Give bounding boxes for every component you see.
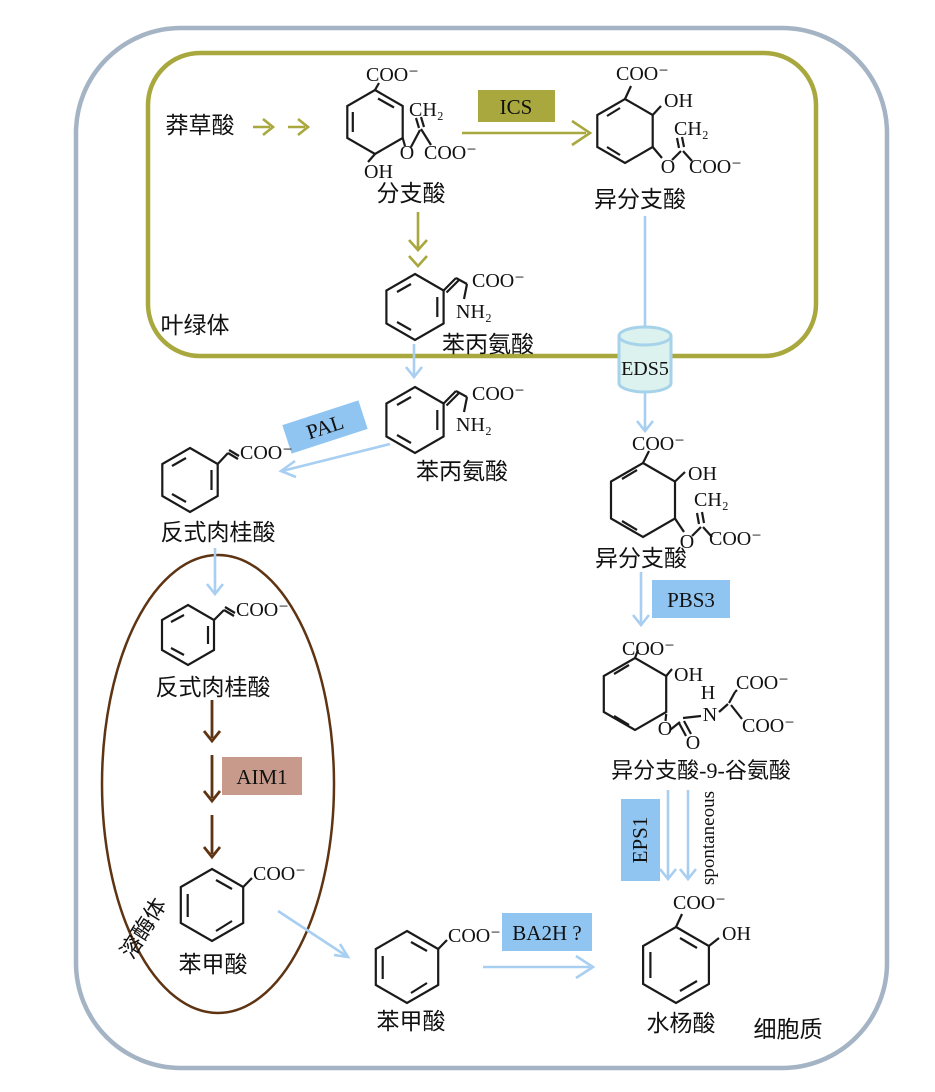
lysosome-name: 溶酶体 <box>115 894 171 963</box>
pal-label: PAL <box>303 410 346 444</box>
o-label: O <box>686 732 700 754</box>
ch2-label: CH₂ <box>694 489 729 511</box>
oh-label: OH <box>664 90 693 112</box>
phe-plastid-atom-labels: COO⁻ NH₂ <box>456 270 525 323</box>
chloroplast-name: 叶绿体 <box>161 313 230 338</box>
coo-label: COO⁻ <box>424 142 477 164</box>
coo-label: COO⁻ <box>253 863 306 885</box>
molecule-isochorismate-plastid <box>596 85 693 165</box>
pbs3-label: PBS3 <box>667 588 715 612</box>
phe-cytosol-name: 苯丙氨酸 <box>416 459 508 484</box>
coo-label: COO⁻ <box>366 64 419 86</box>
h-label: H <box>701 682 715 704</box>
coo-label: COO⁻ <box>448 925 501 947</box>
coo-label: COO⁻ <box>736 672 789 694</box>
chorismate-name: 分支酸 <box>377 181 446 206</box>
chloroplast-membrane <box>145 50 819 359</box>
molecule-iso9glu <box>602 649 743 737</box>
blue-arrows <box>205 216 698 980</box>
isochorismate-cytosol-atom-labels: COO⁻ OH CH₂ O COO⁻ <box>632 433 762 553</box>
coo-label: COO⁻ <box>632 433 685 455</box>
molecule-benzoic-cytosol <box>374 929 448 1005</box>
salicylic-atom-labels: COO⁻ OH <box>673 892 751 945</box>
iso9glu-atom-labels: COO⁻ OH H N COO⁻ COO⁻ O O <box>622 638 795 754</box>
ch2-label: CH₂ <box>409 99 444 121</box>
molecule-benzoic-lysosome <box>179 867 253 943</box>
phe-plastid-name: 苯丙氨酸 <box>442 332 534 357</box>
benzoic-cytosol-name: 苯甲酸 <box>377 1009 446 1034</box>
chorismate-atom-labels: COO⁻ CH₂ O COO⁻ OH <box>364 64 477 183</box>
nh2-label: NH₂ <box>456 414 492 436</box>
enzyme-pal: PAL <box>282 400 368 454</box>
tca-lysosome-name: 反式肉桂酸 <box>156 675 271 700</box>
coo-label: COO⁻ <box>673 892 726 914</box>
molecule-chorismate <box>346 82 432 163</box>
phe-cytosol-atom-labels: COO⁻ NH₂ <box>456 383 525 436</box>
coo-label: COO⁻ <box>709 528 762 550</box>
oh-label: OH <box>364 161 393 183</box>
shikimate-name: 莽草酸 <box>166 113 235 138</box>
isochorismate-plastid-atom-labels: COO⁻ OH CH₂ O COO⁻ <box>616 63 742 178</box>
coo-label: COO⁻ <box>472 383 525 405</box>
molecule-tca-cytosol <box>161 446 240 514</box>
coo-label: COO⁻ <box>622 638 675 660</box>
molecule-phe-plastid <box>385 272 469 342</box>
benzoic-lysosome-name: 苯甲酸 <box>179 952 248 977</box>
ch2-label: CH₂ <box>674 118 709 140</box>
molecule-phe-cytosol <box>385 385 469 455</box>
eds5-transporter: EDS5 <box>617 325 673 394</box>
shikimate-arrows <box>253 117 311 137</box>
coo-label: COO⁻ <box>742 715 795 737</box>
cytoplasm-name: 细胞质 <box>754 1017 823 1042</box>
enzyme-ba2h: BA2H ? <box>502 913 592 951</box>
tca-cytosol-name: 反式肉桂酸 <box>161 520 276 545</box>
coo-label: COO⁻ <box>689 156 742 178</box>
enzyme-ics: ICS <box>478 90 555 122</box>
iso9glu-name: 异分支酸-9-谷氨酸 <box>611 758 791 783</box>
o-label: O <box>661 156 675 178</box>
coo-label: COO⁻ <box>240 442 293 464</box>
o-label: O <box>658 718 672 740</box>
coo-label: COO⁻ <box>472 270 525 292</box>
oh-label: OH <box>722 923 751 945</box>
aim1-reaction-arrows <box>202 700 222 860</box>
eps1-label: EPS1 <box>628 817 652 864</box>
lysosome-membrane <box>100 553 336 1015</box>
oh-label: OH <box>674 664 703 686</box>
ics-arrow <box>462 119 593 147</box>
o-label: O <box>680 531 694 553</box>
enzyme-aim1: AIM1 <box>222 757 302 795</box>
isochorismate-cytosol-name: 异分支酸 <box>595 546 687 571</box>
nh2-label: NH₂ <box>456 301 492 323</box>
coo-label: COO⁻ <box>236 599 289 621</box>
enzyme-eps1: EPS1 <box>621 799 660 881</box>
molecule-salicylic <box>642 913 720 1005</box>
n-label: N <box>703 704 717 726</box>
cell-membrane <box>73 25 890 1071</box>
spontaneous-label: spontaneous <box>698 791 719 885</box>
salicylic-name: 水杨酸 <box>647 1011 716 1036</box>
coo-label: COO⁻ <box>616 63 669 85</box>
eds5-label: EDS5 <box>621 358 669 380</box>
molecule-isochorismate-cytosol <box>609 450 713 539</box>
ba2h-label: BA2H ? <box>512 921 581 945</box>
chorismate-to-phe-arrow <box>408 212 428 268</box>
enzyme-pbs3: PBS3 <box>652 580 730 618</box>
isochorismate-plastid-name: 异分支酸 <box>594 187 686 212</box>
o-label: O <box>400 142 414 164</box>
molecule-tca-lysosome <box>160 603 236 667</box>
oh-label: OH <box>688 463 717 485</box>
ics-label: ICS <box>500 95 533 119</box>
aim1-label: AIM1 <box>236 765 287 789</box>
